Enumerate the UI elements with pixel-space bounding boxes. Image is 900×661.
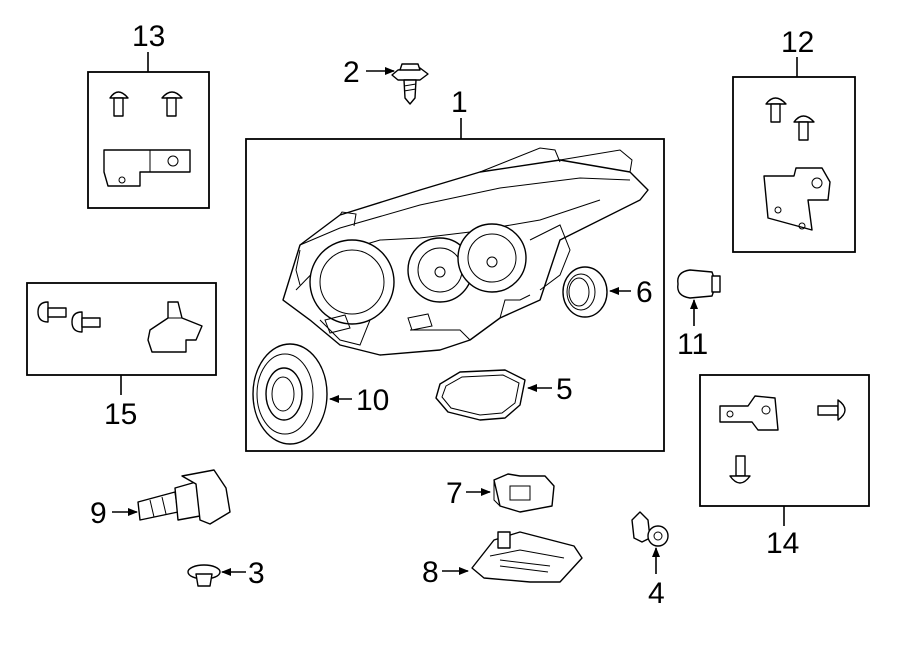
callout-13[interactable]: 13 [132,20,165,53]
callout-12[interactable]: 12 [781,26,814,59]
mounting-screw[interactable] [631,511,669,547]
bracket-kit-13-parts[interactable] [103,91,191,187]
callout-11[interactable]: 11 [677,328,708,361]
bracket-kit-12-box [732,76,856,253]
bracket-kit-15-parts[interactable] [37,301,203,353]
headlamp-gasket[interactable] [435,369,526,421]
callout-5[interactable]: 5 [556,373,573,406]
callout-8[interactable]: 8 [422,556,439,589]
headlamp-assembly-box [245,138,665,452]
callout-1[interactable]: 1 [451,86,468,119]
callout-3[interactable]: 3 [248,557,265,590]
bulb-cover-small[interactable] [562,266,608,318]
callout-6[interactable]: 6 [636,276,653,309]
callout-4[interactable]: 4 [648,577,665,610]
bracket-kit-14-parts[interactable] [719,395,846,484]
callout-14[interactable]: 14 [766,527,799,560]
side-marker-bulb[interactable] [677,269,721,299]
callout-9[interactable]: 9 [90,497,107,530]
headlamp-bulb[interactable] [137,469,231,525]
bracket-kit-12-parts[interactable] [763,97,831,231]
retainer-clip[interactable] [187,564,221,587]
bulb-cover-large[interactable] [252,343,328,445]
headlamp-housing[interactable] [282,147,649,356]
callout-15[interactable]: 15 [104,398,137,431]
wiring-connector[interactable] [493,473,555,513]
bracket-kit-14-box [699,374,870,507]
callout-2[interactable]: 2 [343,56,360,89]
flange-bolt[interactable] [391,63,429,105]
callout-7[interactable]: 7 [446,477,463,510]
bracket-kit-13-box [87,71,210,209]
callout-10[interactable]: 10 [356,384,389,417]
control-module[interactable] [471,531,583,583]
